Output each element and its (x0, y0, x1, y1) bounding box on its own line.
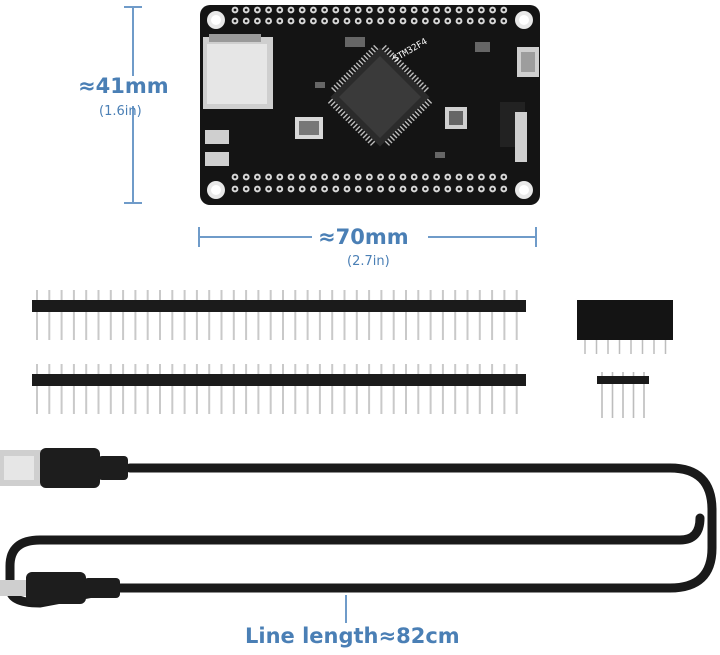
width-inches: (2.7in) (347, 254, 390, 269)
usb-cable (0, 448, 717, 608)
female-header (577, 300, 673, 354)
top-header-pads (231, 6, 508, 25)
micro-usb-port (517, 47, 539, 77)
bottom-header-pads (231, 173, 508, 193)
mcu-chip (327, 44, 433, 147)
pin-header-strip-1 (32, 290, 526, 340)
dev-board-image: STM32F4 (200, 5, 540, 205)
cable-length-caption: Line length≈82cm (245, 624, 460, 648)
swd-header-pads (515, 112, 527, 162)
pin-header-strip-2 (32, 364, 526, 414)
cable-length-marker (345, 595, 347, 623)
male-pin-headers (32, 290, 526, 414)
sd-card-slot (203, 34, 273, 109)
height-inches: (1.6in) (99, 104, 142, 119)
usb-a-connector (0, 448, 128, 488)
micro-usb-connector (0, 572, 120, 604)
height-value: ≈41mm (78, 74, 169, 98)
small-pin-header (597, 372, 649, 418)
width-value: ≈70mm (318, 225, 409, 249)
mount-holes (207, 11, 533, 199)
